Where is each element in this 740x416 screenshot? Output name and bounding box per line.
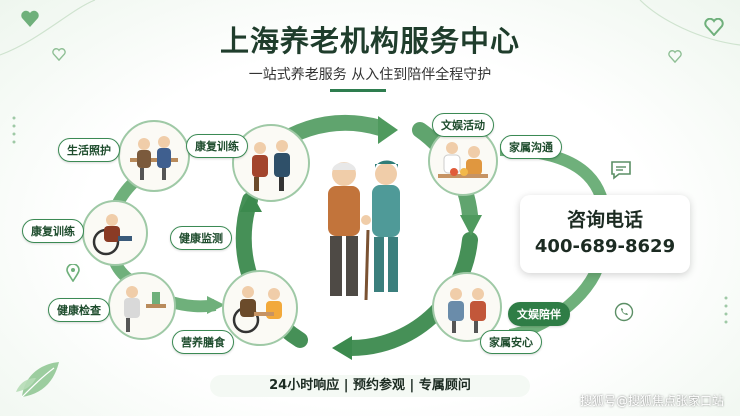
label-family-communication: 家属沟通: [500, 135, 562, 159]
label-entertainment-companionship: 文娱陪伴: [508, 302, 570, 326]
label-entertainment-activities: 文娱活动: [432, 113, 494, 137]
scene-health-check: [108, 272, 176, 340]
phone-icon: [614, 302, 634, 322]
page-subtitle: 一站式养老服务 从入住到陪伴全程守护: [248, 67, 492, 83]
heart-icon: [668, 50, 682, 63]
label-rehab-training-top: 康复训练: [186, 134, 248, 158]
chat-icon: [611, 161, 631, 180]
scene-rehab-left: [82, 200, 148, 266]
label-nutrition-meals: 营养膳食: [172, 330, 234, 354]
scene-rehab-top: [232, 124, 310, 202]
label-health-monitoring: 健康监测: [170, 226, 232, 250]
label-health-check: 健康检查: [48, 298, 110, 322]
label-rehab-training-left: 康复训练: [22, 219, 84, 243]
subtitle-underline: [330, 89, 386, 92]
contact-phone-number[interactable]: 400-689-8629: [534, 236, 676, 257]
heart-icon: [704, 18, 724, 36]
watermark: 搜狐号@搜狐焦点张家口站: [579, 394, 724, 408]
elder-and-nurse-illustration: [328, 160, 400, 301]
leaf-icon: [16, 362, 59, 398]
location-icon: [66, 264, 80, 282]
scene-nutrition-meals: [222, 270, 298, 346]
label-family-peace-of-mind: 家属安心: [480, 330, 542, 354]
label-daily-care: 生活照护: [58, 138, 120, 162]
heart-icon: [52, 48, 66, 61]
heart-icon: [21, 10, 39, 28]
contact-title: 咨询电话: [566, 209, 643, 231]
contact-card: 咨询电话 400-689-8629: [520, 195, 690, 273]
scene-daily-care: [118, 120, 190, 192]
service-highlights: 24小时响应 | 预约参观 | 专属顾问: [210, 375, 530, 397]
page-title: 上海养老机构服务中心: [219, 24, 520, 58]
